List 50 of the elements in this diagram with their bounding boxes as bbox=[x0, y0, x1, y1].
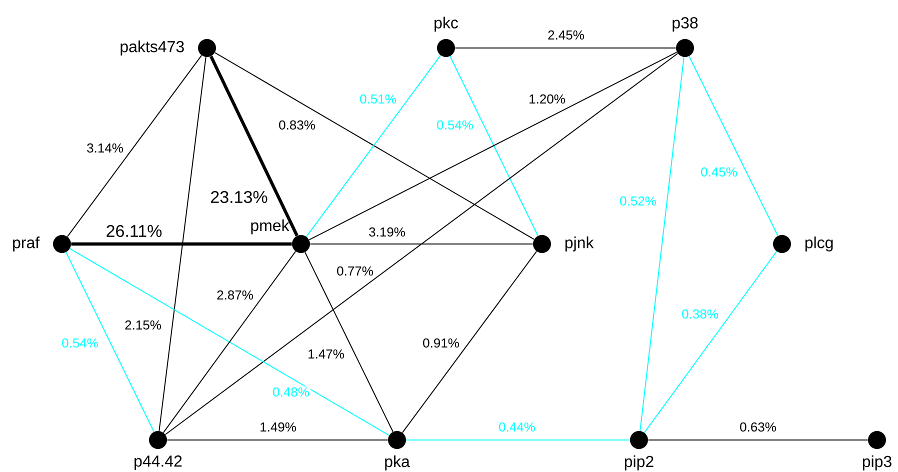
edge-line bbox=[644, 250, 778, 434]
edge-label: 0.54% bbox=[436, 119, 474, 131]
node-label: pip2 bbox=[624, 455, 654, 470]
edge-label: 0.54% bbox=[60, 337, 100, 349]
edge-line bbox=[66, 54, 202, 238]
node-label: praf bbox=[13, 236, 40, 252]
edge-label: 0.48% bbox=[272, 386, 310, 398]
edge-label: 0.51% bbox=[358, 93, 398, 105]
edge-label: 1.49% bbox=[258, 421, 298, 433]
edge-label: 2.87% bbox=[216, 289, 254, 301]
edge-line bbox=[306, 54, 442, 238]
node-label: pka bbox=[385, 455, 410, 470]
node-label: pjnk bbox=[565, 236, 594, 252]
node-label: p44.42 bbox=[134, 455, 182, 470]
node-label: pkc bbox=[434, 16, 458, 32]
node-label: p38 bbox=[672, 17, 698, 32]
edge-label: 26.11% bbox=[104, 224, 164, 238]
edge-line bbox=[158, 56, 206, 432]
edge-label: 0.77% bbox=[336, 265, 374, 277]
edge-label: 3.14% bbox=[86, 142, 124, 154]
edge-line bbox=[214, 52, 535, 240]
node-label: pakts473 bbox=[120, 40, 184, 56]
edge-line bbox=[640, 56, 684, 432]
edge-label: 0.63% bbox=[738, 421, 778, 433]
edge-label: 0.83% bbox=[278, 119, 316, 131]
edge-label: 0.91% bbox=[422, 337, 460, 349]
edge-line bbox=[308, 52, 678, 240]
node-label: pmek bbox=[251, 219, 290, 234]
edge-line bbox=[66, 252, 154, 432]
edge-label: 1.47% bbox=[306, 348, 346, 360]
node-label: pip3 bbox=[862, 455, 892, 470]
edge-label: 0.52% bbox=[618, 195, 658, 207]
edge-label: 23.13% bbox=[209, 190, 269, 204]
node-label: plcg bbox=[805, 236, 833, 252]
edge-label: 0.44% bbox=[498, 421, 536, 433]
edge-label: 2.45% bbox=[546, 29, 586, 41]
edge-label: 3.19% bbox=[368, 226, 406, 238]
edge-label: 0.45% bbox=[700, 166, 738, 178]
edge-line bbox=[71, 242, 292, 246]
edge-line bbox=[162, 250, 296, 434]
edge-line bbox=[210, 56, 298, 236]
edge-line bbox=[402, 250, 538, 434]
edge-line bbox=[164, 53, 678, 436]
edge-label: 0.38% bbox=[680, 308, 720, 320]
edge-line bbox=[450, 56, 538, 236]
edge-label: 2.15% bbox=[124, 319, 162, 331]
edge-label: 1.20% bbox=[528, 93, 566, 105]
edge-line bbox=[304, 252, 394, 432]
edge-line bbox=[688, 56, 778, 236]
edge-line bbox=[69, 248, 390, 436]
